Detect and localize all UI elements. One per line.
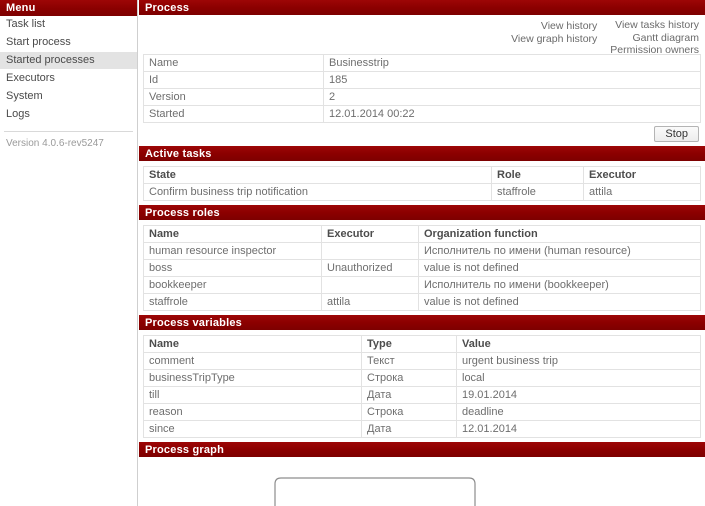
- table-header-row: Name Type Value: [143, 335, 701, 353]
- table-row[interactable]: staffrole attila value is not defined: [143, 293, 701, 311]
- role-function: value is not defined: [418, 293, 701, 311]
- table-row[interactable]: Confirm business trip notification staff…: [143, 183, 701, 201]
- process-info-label-id: Id: [143, 71, 324, 89]
- variable-value: deadline: [456, 403, 701, 421]
- sidebar-item-system[interactable]: System: [0, 88, 137, 106]
- process-info-value-started: 12.01.2014 00:22: [323, 105, 701, 123]
- process-roles-table: Name Executor Organization function huma…: [143, 225, 701, 311]
- column-header-executor[interactable]: Executor: [583, 166, 701, 184]
- process-variables-table: Name Type Value comment Текст urgent bus…: [143, 335, 701, 438]
- role-function: value is not defined: [418, 259, 701, 277]
- table-row: Name Businesstrip: [143, 54, 701, 72]
- process-info-value-id: 185: [323, 71, 701, 89]
- table-row[interactable]: since Дата 12.01.2014: [143, 420, 701, 438]
- variable-name: since: [143, 420, 362, 438]
- column-header-role[interactable]: Role: [491, 166, 584, 184]
- sidebar-item-logs[interactable]: Logs: [0, 106, 137, 124]
- sidebar: Menu Task list Start process Started pro…: [0, 0, 138, 506]
- variable-type: Строка: [361, 403, 457, 421]
- stop-button[interactable]: Stop: [654, 126, 699, 142]
- permission-owners-link[interactable]: Permission owners: [610, 44, 699, 56]
- sidebar-item-started-processes[interactable]: Started processes: [0, 52, 137, 70]
- variable-type: Дата: [361, 386, 457, 404]
- view-history-link[interactable]: View history: [540, 20, 598, 32]
- table-row: Version 2: [143, 88, 701, 106]
- column-header-state[interactable]: State: [143, 166, 492, 184]
- role-name: boss: [143, 259, 322, 277]
- process-actions: Stop: [139, 123, 705, 146]
- role-name: bookkeeper: [143, 276, 322, 294]
- column-header-organization-function[interactable]: Organization function: [418, 225, 701, 243]
- role-executor: [321, 242, 419, 260]
- active-tasks-table: State Role Executor Confirm business tri…: [143, 166, 701, 201]
- view-tasks-history-link[interactable]: View tasks history: [615, 19, 699, 31]
- process-roles-title: Process roles: [139, 205, 705, 221]
- role-executor: [321, 276, 419, 294]
- sidebar-item-executors[interactable]: Executors: [0, 70, 137, 88]
- process-info-label-name: Name: [143, 54, 324, 72]
- table-row[interactable]: bookkeeper Исполнитель по имени (bookkee…: [143, 276, 701, 294]
- table-row[interactable]: comment Текст urgent business trip: [143, 352, 701, 370]
- column-header-executor[interactable]: Executor: [321, 225, 419, 243]
- gantt-diagram-link[interactable]: Gantt diagram: [632, 31, 699, 44]
- role-executor: Unauthorized: [321, 259, 419, 277]
- process-info-table: Name Businesstrip Id 185 Version 2 Start…: [143, 54, 701, 123]
- sidebar-menu: Task list Start process Started processe…: [0, 16, 137, 124]
- sidebar-item-task-list[interactable]: Task list: [0, 16, 137, 34]
- table-header-row: Name Executor Organization function: [143, 225, 701, 243]
- column-header-name[interactable]: Name: [143, 335, 362, 353]
- page-title: Process: [139, 0, 705, 16]
- table-row: Id 185: [143, 71, 701, 89]
- column-header-type[interactable]: Type: [361, 335, 457, 353]
- header-links: View history View graph history View tas…: [139, 16, 705, 55]
- role-function: Исполнитель по имени (human resource): [418, 242, 701, 260]
- column-header-name[interactable]: Name: [143, 225, 322, 243]
- variable-type: Текст: [361, 352, 457, 370]
- variable-name: businessTripType: [143, 369, 362, 387]
- role-name: human resource inspector: [143, 242, 322, 260]
- sidebar-item-start-process[interactable]: Start process: [0, 34, 137, 52]
- sidebar-divider: [4, 131, 133, 132]
- active-task-state: Confirm business trip notification: [143, 183, 492, 201]
- variable-type: Строка: [361, 369, 457, 387]
- table-header-row: State Role Executor: [143, 166, 701, 184]
- role-executor: attila: [321, 293, 419, 311]
- version-label: Version 4.0.6-rev5247: [6, 138, 104, 149]
- process-graph-title: Process graph: [139, 442, 705, 458]
- table-row[interactable]: businessTripType Строка local: [143, 369, 701, 387]
- header-links-column-right: View tasks history Gantt diagram Permiss…: [610, 19, 699, 55]
- process-variables-title: Process variables: [139, 315, 705, 331]
- process-info-value-version: 2: [323, 88, 701, 106]
- variable-name: comment: [143, 352, 362, 370]
- active-tasks-title: Active tasks: [139, 146, 705, 162]
- process-graph-canvas[interactable]: (human resource inspector) Make an order…: [139, 458, 705, 506]
- role-name: staffrole: [143, 293, 322, 311]
- header-links-column-left: View history View graph history: [511, 20, 597, 51]
- table-row[interactable]: human resource inspector Исполнитель по …: [143, 242, 701, 260]
- variable-name: reason: [143, 403, 362, 421]
- variable-value: local: [456, 369, 701, 387]
- table-row[interactable]: till Дата 19.01.2014: [143, 386, 701, 404]
- process-info-label-version: Version: [143, 88, 324, 106]
- table-row[interactable]: boss Unauthorized value is not defined: [143, 259, 701, 277]
- variable-value: urgent business trip: [456, 352, 701, 370]
- active-task-executor: attila: [583, 183, 701, 201]
- column-header-value[interactable]: Value: [456, 335, 701, 353]
- variable-value: 12.01.2014: [456, 420, 701, 438]
- process-info-label-started: Started: [143, 105, 324, 123]
- main-content: Process View history View graph history …: [139, 0, 705, 506]
- variable-name: till: [143, 386, 362, 404]
- table-row[interactable]: reason Строка deadline: [143, 403, 701, 421]
- variable-value: 19.01.2014: [456, 386, 701, 404]
- variable-type: Дата: [361, 420, 457, 438]
- role-function: Исполнитель по имени (bookkeeper): [418, 276, 701, 294]
- sidebar-title: Menu: [0, 0, 137, 16]
- active-task-role: staffrole: [491, 183, 584, 201]
- view-graph-history-link[interactable]: View graph history: [511, 32, 598, 45]
- table-row: Started 12.01.2014 00:22: [143, 105, 701, 123]
- process-graph-connectors: [274, 477, 476, 506]
